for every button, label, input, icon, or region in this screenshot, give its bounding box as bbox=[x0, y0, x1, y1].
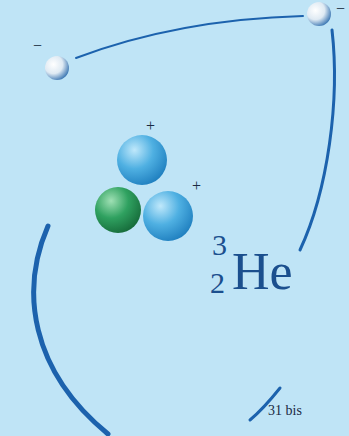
atomic-number: 2 bbox=[210, 268, 225, 298]
mass-number: 3 bbox=[212, 230, 227, 260]
charge-sign: − bbox=[33, 38, 42, 54]
element-symbol: He bbox=[232, 246, 293, 298]
orbit bbox=[34, 16, 335, 434]
charge-sign: + bbox=[146, 118, 155, 134]
charge-sign: − bbox=[336, 1, 345, 17]
neutron bbox=[95, 187, 141, 233]
charge-sign: + bbox=[192, 178, 201, 194]
electron bbox=[45, 56, 69, 80]
proton bbox=[143, 191, 193, 241]
page-note: 31 bis bbox=[268, 404, 302, 418]
proton bbox=[117, 135, 167, 185]
electron bbox=[307, 2, 331, 26]
